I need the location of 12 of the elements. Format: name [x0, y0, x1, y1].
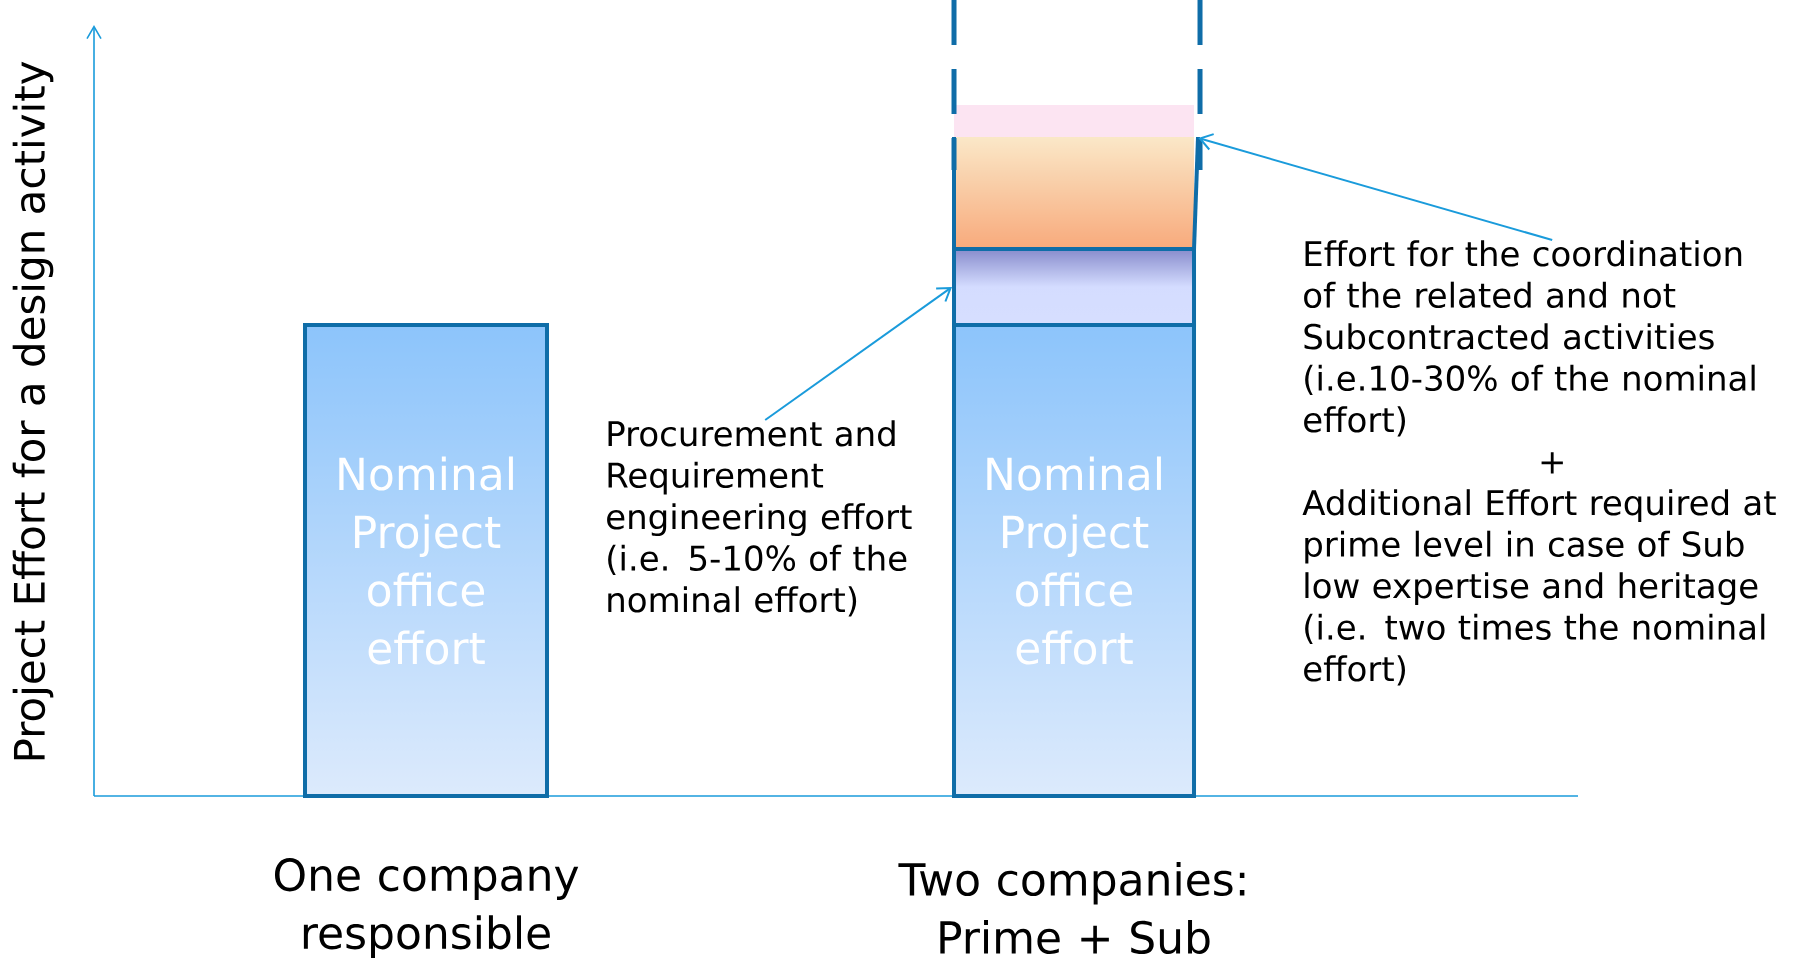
category-label: One company responsible — [274, 858, 579, 958]
plus-sign: + — [1541, 452, 1563, 474]
annotation-text: Procurement and Requirement engineering effort (i.e. 5-10% of the nominal effort) — [607, 420, 912, 617]
leader-arrow — [764, 287, 952, 421]
annotation-text: Effort for the coordination of the related and not Subcontracted activities (i.e.10-30% of the nominal effort) — [1304, 240, 1755, 437]
bar: Nominal Project office effort — [303, 323, 549, 798]
bar-segment — [952, 105, 1200, 250]
axis-title: Project Effort for a design activity — [12, 61, 54, 760]
category-label: Two companies: Prime + Sub — [898, 862, 1245, 955]
leader-arrow — [1198, 133, 1554, 241]
bar-segment — [952, 247, 1196, 327]
annotation-text: Additional Effort required at prime level in case of Sub low expertise and heritage (i.e. two times the nominal effort) — [1302, 489, 1776, 686]
